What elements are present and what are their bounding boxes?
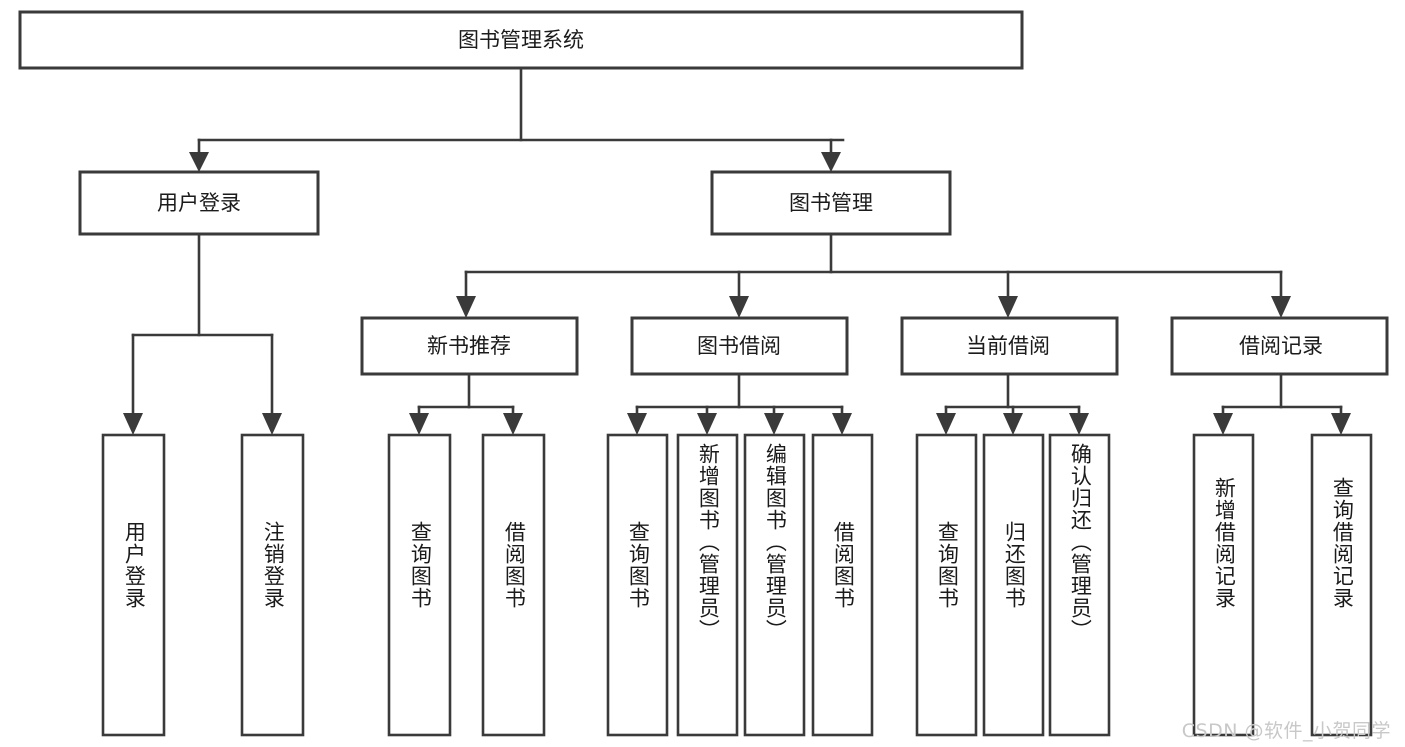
node-root[interactable]: 图书管理系统 (18, 10, 1024, 70)
leaf-label-return-book: 归还图书 (1002, 521, 1027, 609)
leaf-label-wrap-query-book-borrow: 查询图书 (608, 435, 667, 735)
node-current-borrow[interactable]: 当前借阅 (900, 316, 1119, 376)
leaf-label-wrap-edit-book: 编辑图书（管理员） (745, 435, 804, 735)
node-current-borrow-label: 当前借阅 (966, 334, 1050, 358)
leaf-label-wrap-user-login: 用户登录 (103, 435, 164, 735)
connector-bookborrow-to-leaves (627, 372, 852, 435)
node-user-login[interactable]: 用户登录 (78, 170, 320, 236)
leaf-rect-query-book-cur[interactable] (915, 433, 978, 737)
node-user-login-label: 用户登录 (157, 191, 241, 215)
leaf-label-edit-book: 编辑图书（管理员） (763, 443, 788, 641)
leaf-label-query-book-rec: 查询图书 (408, 521, 433, 609)
connector-bookmanage-to-level3 (456, 232, 1291, 318)
leaf-rects (101, 433, 1373, 737)
leaf-label-query-book-cur: 查询图书 (935, 521, 960, 609)
leaf-label-wrap-query-record: 查询借阅记录 (1312, 435, 1371, 735)
leaf-label-wrap-add-book: 新增图书（管理员） (678, 435, 737, 735)
node-book-manage-label: 图书管理 (789, 191, 873, 215)
leaf-rect-query-book-borrow[interactable] (606, 433, 669, 737)
leaf-rect-borrow-book[interactable] (811, 433, 874, 737)
leaf-rect-confirm-return[interactable] (1048, 433, 1111, 737)
leaf-label-wrap-add-record: 新增借阅记录 (1194, 435, 1253, 735)
node-book-borrow[interactable]: 图书借阅 (630, 316, 849, 376)
leaf-rect-query-book-rec[interactable] (387, 433, 452, 737)
connector-userlogin-to-leaves (123, 232, 282, 435)
leaf-rect-borrow-book-rec[interactable] (481, 433, 546, 737)
leaf-label-user-login: 用户登录 (122, 521, 147, 609)
leaf-rect-return-book[interactable] (982, 433, 1045, 737)
leaf-label-confirm-return: 确认归还（管理员） (1068, 443, 1093, 641)
leaf-label-wrap-query-book-cur: 查询图书 (917, 435, 976, 735)
node-book-borrow-label: 图书借阅 (697, 334, 781, 358)
leaf-rect-logout[interactable] (240, 433, 305, 737)
connector-borrowrecord-to-leaves (1213, 372, 1351, 435)
leaf-label-wrap-confirm-return: 确认归还（管理员） (1050, 435, 1109, 735)
leaf-label-wrap-query-book-rec: 查询图书 (389, 435, 450, 735)
leaf-rect-user-login[interactable] (101, 433, 166, 737)
leaf-label-wrap-return-book: 归还图书 (984, 435, 1043, 735)
leaf-label-add-book: 新增图书（管理员） (696, 443, 721, 641)
leaf-label-wrap-borrow-book: 借阅图书 (813, 435, 872, 735)
node-borrow-record[interactable]: 借阅记录 (1170, 316, 1389, 376)
connector-currentborrow-to-leaves (936, 372, 1089, 435)
node-book-manage[interactable]: 图书管理 (710, 170, 952, 236)
leaf-label-wrap-logout: 注销登录 (242, 435, 303, 735)
leaf-rect-add-book[interactable] (676, 433, 739, 737)
connector-root-to-level2 (189, 66, 845, 172)
node-new-book-recommend[interactable]: 新书推荐 (360, 316, 579, 376)
node-root-label: 图书管理系统 (458, 28, 584, 52)
leaf-label-borrow-book-rec: 借阅图书 (502, 521, 527, 609)
leaf-rect-query-record[interactable] (1310, 433, 1373, 737)
leaf-label-query-book-borrow: 查询图书 (626, 521, 651, 609)
leaf-rect-add-record[interactable] (1192, 433, 1255, 737)
leaf-label-query-record: 查询借阅记录 (1330, 477, 1355, 609)
leaf-label-logout: 注销登录 (261, 521, 286, 609)
connector-newbookrec-to-leaves (409, 372, 523, 435)
leaf-label-borrow-book: 借阅图书 (831, 521, 856, 609)
leaf-rect-edit-book[interactable] (743, 433, 806, 737)
leaf-label-wrap-borrow-book-rec: 借阅图书 (483, 435, 544, 735)
node-new-book-recommend-label: 新书推荐 (427, 334, 511, 358)
csdn-watermark: CSDN @软件_小贺同学 (1181, 720, 1391, 742)
node-borrow-record-label: 借阅记录 (1239, 334, 1323, 358)
leaf-label-add-record: 新增借阅记录 (1212, 477, 1237, 609)
